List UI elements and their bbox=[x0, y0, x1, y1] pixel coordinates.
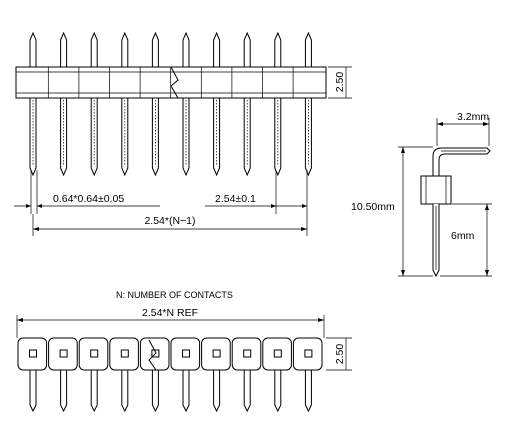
bottom-body-cell bbox=[139, 337, 170, 371]
bottom-height-dim: 2.50 bbox=[334, 344, 346, 365]
bottom-pin-square bbox=[151, 349, 160, 358]
bottom-body-cell bbox=[201, 337, 231, 371]
bottom-pin-tail bbox=[60, 370, 68, 413]
bottom-break-mark bbox=[148, 339, 157, 371]
front-pin-upper bbox=[60, 31, 68, 67]
front-height-dim: 2.50 bbox=[334, 72, 346, 93]
bottom-body-cell bbox=[78, 337, 109, 371]
side-bend-dim: 3.2mm bbox=[457, 111, 489, 123]
bottom-pin-tail bbox=[243, 370, 251, 413]
side-tail-dim: 6mm bbox=[451, 230, 475, 242]
bottom-note: N: NUMBER OF CONTACTS bbox=[116, 290, 233, 300]
front-pin-upper bbox=[90, 31, 98, 67]
bottom-pin-square bbox=[182, 349, 190, 358]
bottom-pin-tail bbox=[304, 370, 312, 413]
front-pin-upper bbox=[213, 31, 221, 67]
side-overall-dim: 10.50mm bbox=[351, 201, 395, 213]
front-total-dim: 2.54*(N−1) bbox=[144, 215, 195, 227]
side-body bbox=[420, 175, 452, 205]
bottom-pin-square bbox=[120, 349, 129, 358]
front-pin-upper bbox=[274, 31, 282, 67]
bottom-length-dim: 2.54*N REF bbox=[142, 307, 198, 319]
bottom-body-cell bbox=[48, 337, 78, 371]
front-pin-upper bbox=[243, 31, 251, 67]
bottom-pin-tail bbox=[151, 370, 159, 413]
front-pin-upper bbox=[121, 31, 129, 67]
side-pin-bend bbox=[432, 147, 491, 176]
bottom-body-cell bbox=[17, 337, 48, 371]
bottom-pin-square bbox=[90, 349, 99, 358]
bottom-pin-square bbox=[29, 349, 37, 358]
bottom-pin-square bbox=[304, 349, 313, 358]
bottom-pin-tail bbox=[274, 370, 282, 413]
bottom-pin-square bbox=[243, 349, 252, 358]
bottom-pin-square bbox=[273, 349, 282, 358]
front-pin-upper bbox=[304, 31, 312, 67]
front-view: 2.50 0.64*0.64±0.05 2.54±0.1 2.54*(N−1) bbox=[14, 31, 352, 236]
bottom-body-cell bbox=[231, 337, 262, 371]
bottom-pin-tail bbox=[182, 370, 190, 413]
bottom-pin-tail bbox=[121, 370, 129, 413]
bottom-view: N: NUMBER OF CONTACTS 2.54*N REF 2.50 bbox=[16, 290, 352, 413]
side-view: 3.2mm 10.50mm 6mm bbox=[351, 111, 492, 278]
bottom-pin-square bbox=[212, 349, 221, 358]
front-pin-upper bbox=[151, 31, 159, 67]
bottom-body-cell bbox=[292, 337, 323, 371]
bottom-body-cell bbox=[262, 337, 292, 371]
bottom-pin-square bbox=[59, 349, 68, 358]
bottom-pin-tail bbox=[213, 370, 221, 413]
front-pin-upper bbox=[29, 31, 37, 67]
bottom-body-cell bbox=[109, 337, 139, 371]
front-break-mark bbox=[170, 66, 179, 99]
bottom-pin-tail bbox=[90, 370, 98, 413]
bottom-pin-tail bbox=[29, 370, 37, 413]
bottom-body-cell bbox=[170, 337, 201, 371]
front-pin-size-dim: 0.64*0.64±0.05 bbox=[53, 193, 124, 205]
front-pin-upper bbox=[182, 31, 190, 67]
front-pitch-dim: 2.54±0.1 bbox=[215, 193, 256, 205]
